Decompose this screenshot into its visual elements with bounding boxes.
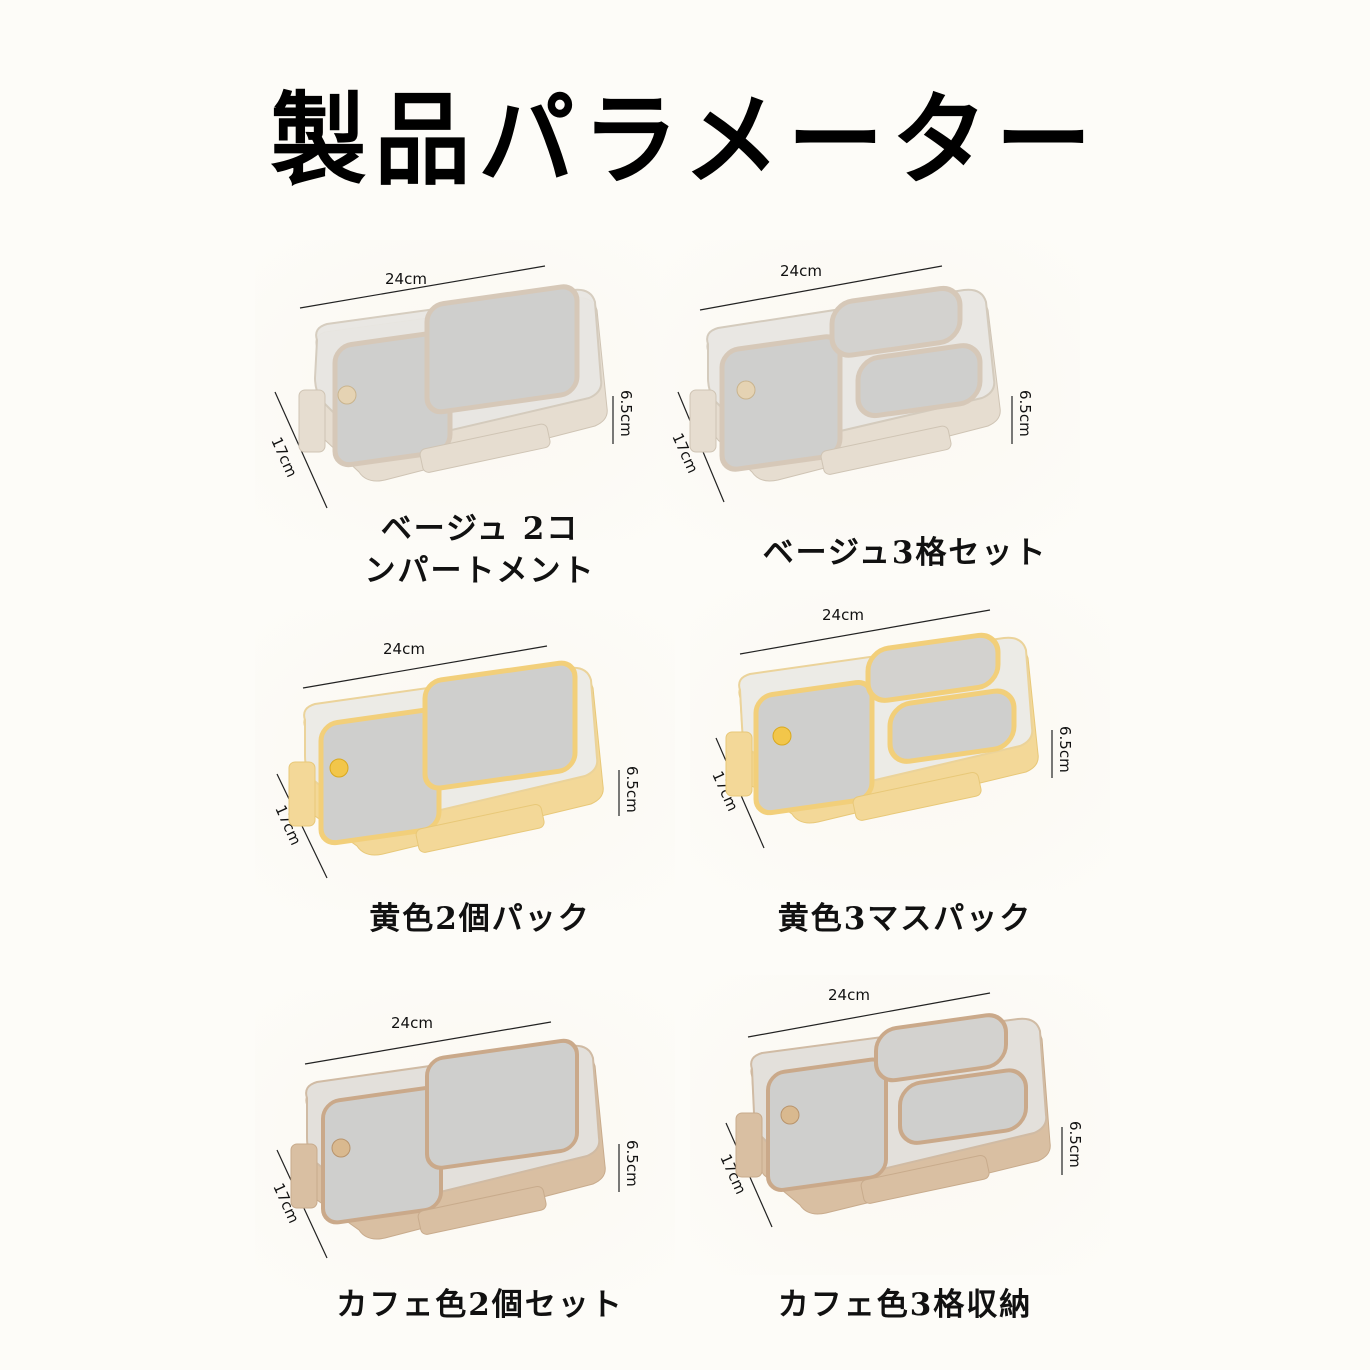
lunchbox-icon [290, 1038, 606, 1240]
height-dimension: 6.5cm [623, 1140, 641, 1187]
height-dimension: 6.5cm [1056, 726, 1074, 773]
width-dimension: 24cm [822, 606, 864, 624]
product-label-line1: ベージュ3格セット [762, 535, 1048, 571]
lunchbox-icon [298, 284, 608, 482]
product-label-cafe-3: カフェ色3格収納 [720, 1284, 1090, 1326]
product-image-yellow-3: 24cm 17cm 6.5cm [690, 590, 1110, 890]
depth-dimension: 17cm [267, 434, 301, 480]
product-image-cafe-3: 24cm 17cm 6.5cm [690, 975, 1110, 1275]
product-image-beige-3: 24cm 17cm 6.5cm [660, 240, 1080, 540]
height-dimension: 6.5cm [1066, 1121, 1084, 1168]
lunchbox-icon [725, 632, 1039, 824]
product-label-cafe-2: カフェ色2個セット [290, 1284, 670, 1326]
product-label-beige-3: ベージュ3格セット [720, 532, 1090, 574]
product-label-line1: 黄色2個パック [369, 901, 591, 937]
product-image-cafe-2: 24cm 17cm 6.5cm [255, 990, 675, 1290]
width-dimension: 24cm [383, 640, 425, 658]
width-dimension: 24cm [828, 986, 870, 1004]
width-dimension: 24cm [385, 270, 427, 288]
product-label-line2: ンパートメント [364, 553, 596, 589]
lunchbox-icon [288, 660, 604, 856]
page-title: 製品パラメーター [270, 81, 1100, 200]
product-label-yellow-3: 黄色3マスパック [720, 898, 1090, 940]
lunchbox-icon [689, 285, 1001, 482]
width-dimension: 24cm [391, 1014, 433, 1032]
product-image-yellow-2: 24cm 17cm 6.5cm [255, 610, 675, 910]
product-label-yellow-2: 黄色2個パック [300, 898, 660, 940]
height-dimension: 6.5cm [623, 766, 641, 813]
product-image-beige-2: 24cm 17cm 6.5cm [255, 240, 675, 540]
product-label-beige-2: ベージュ 2コ ンパートメント [300, 508, 660, 592]
width-dimension: 24cm [780, 262, 822, 280]
product-label-line1: ベージュ 2コ [380, 511, 580, 547]
product-label-line1: カフェ色3格収納 [777, 1287, 1033, 1323]
height-dimension: 6.5cm [1016, 390, 1034, 437]
product-label-line1: カフェ色2個セット [336, 1287, 624, 1323]
lunchbox-icon [735, 1013, 1051, 1215]
product-label-line1: 黄色3マスパック [777, 901, 1033, 937]
height-dimension: 6.5cm [617, 390, 635, 437]
